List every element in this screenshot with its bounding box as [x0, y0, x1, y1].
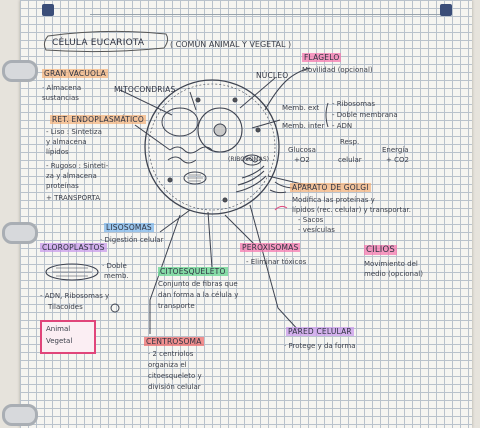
- animal-vegetal-box: Animal Vegetal: [40, 320, 96, 354]
- ret-endo-line: - Rugoso : Sinteti-: [46, 162, 109, 170]
- ret-endo-line: lípidos: [46, 148, 69, 156]
- ret-endo-line: za y almacena: [46, 172, 97, 180]
- membranas-item: - ADN: [332, 122, 353, 130]
- cloroplastos-title: CLOROPLASTOS: [40, 243, 107, 252]
- gran-vacuola-line: sustancias: [42, 94, 79, 102]
- ret-endo-line: + TRANSPORTA: [46, 194, 101, 202]
- page-subtitle: ( COMÚN ANIMAL Y VEGETAL ): [170, 40, 292, 49]
- animal-label: Animal: [46, 325, 71, 333]
- cloroplastos-line: · Doble: [102, 262, 127, 270]
- ribosomas-label: (RIBOSOMAS): [228, 156, 269, 163]
- centrosoma-line: organiza el: [148, 361, 187, 369]
- corner-mark-left: [42, 4, 54, 16]
- pared-desc: · Protege y da forma: [284, 342, 356, 350]
- resp-label: Resp.: [340, 138, 360, 146]
- cilios-line: Movimiento del: [364, 260, 418, 268]
- lisosomas-title: LISOSOMAS: [104, 223, 154, 232]
- corner-mark-right: [440, 4, 452, 16]
- golgi-line: Modifica las proteínas y: [292, 196, 375, 204]
- gran-vacuola-title: GRAN VACUOLA: [42, 69, 109, 78]
- membranas-item: - Ribosomas: [332, 100, 375, 108]
- cloroplastos-lower: - ADN, Ribosomas y: [40, 292, 110, 300]
- binder-ring: [2, 222, 38, 244]
- flagelo-title: FLAGELO: [302, 53, 342, 62]
- peroxisomas-title: PEROXISOMAS: [240, 243, 301, 252]
- citoesqueleto-line: dan forma a la célula y: [158, 291, 239, 299]
- binder-ring: [2, 404, 38, 426]
- energia-label: Energía: [382, 146, 409, 154]
- centrosoma-line: citoesqueleto y: [148, 372, 202, 380]
- nucleo-label: NÚCLEO: [256, 71, 289, 80]
- cell-diagram: [43, 30, 329, 334]
- chloroplast-drawing: [45, 263, 99, 281]
- centrosoma-title: CENTROSOMA: [144, 337, 204, 346]
- ret-endo-line: - Liso : Sintetiza: [46, 128, 102, 136]
- membranas-item: - Doble membrana: [332, 111, 398, 119]
- vacuole-shape: [161, 107, 199, 137]
- page-title: CÉLULA EUCARIOTA: [52, 38, 145, 48]
- vegetal-label: Vegetal: [46, 337, 73, 345]
- golgi-line: lípidos (rec. celular) y transportar.: [292, 206, 412, 214]
- cloroplastos-line: memb.: [104, 272, 129, 280]
- cilios-line: medio (opcional): [364, 270, 423, 278]
- citoesqueleto-title: CITOESQUELETO: [158, 267, 228, 276]
- memb-ext-label: Memb. ext: [282, 104, 320, 112]
- header-strip: [90, 0, 445, 15]
- ret-endo-title: RET. ENDOPLASMÁTICO: [50, 115, 146, 124]
- ret-endo-line: proteínas: [46, 182, 79, 190]
- centrosoma-line: · 2 centriolos: [148, 350, 194, 358]
- nucleus-shape: [197, 107, 243, 153]
- cell-membrane: [144, 79, 280, 215]
- ret-endo-line: y almacena: [46, 138, 87, 146]
- golgi-line: - vesículas: [298, 226, 335, 234]
- cilios-title: CILIOS: [364, 245, 397, 255]
- memb-inter-label: Memb. inter: [282, 122, 325, 130]
- o2-label: +O2: [294, 156, 310, 164]
- mitocondrias-label: MITOCONDRIAS: [114, 85, 176, 94]
- co2-label: + CO2: [386, 156, 409, 164]
- binder-ring: [2, 60, 38, 82]
- peroxisomas-desc: - Eliminar tóxicos: [246, 258, 307, 266]
- flagelo-desc: Movilidad (opcional): [302, 66, 373, 74]
- lisosomas-desc: · Digestión celular: [100, 236, 164, 244]
- citoesqueleto-line: transporte: [158, 302, 195, 310]
- celular-label: celular: [338, 156, 362, 164]
- pared-title: PARED CELULAR: [286, 327, 354, 336]
- golgi-title: APARATO DE GOLGI: [290, 183, 371, 192]
- cloroplastos-lower: Tilacoides: [48, 303, 83, 311]
- gran-vacuola-line: · Almacena: [42, 84, 82, 92]
- citoesqueleto-line: Conjunto de fibras que: [158, 280, 238, 288]
- centrosoma-line: división celular: [148, 383, 201, 391]
- notebook-page: CÉLULA EUCARIOTA ( COMÚN ANIMAL Y VEGETA…: [2, 0, 472, 428]
- glucosa-label: Glucosa: [288, 146, 316, 154]
- golgi-line: - Sacos: [298, 216, 324, 224]
